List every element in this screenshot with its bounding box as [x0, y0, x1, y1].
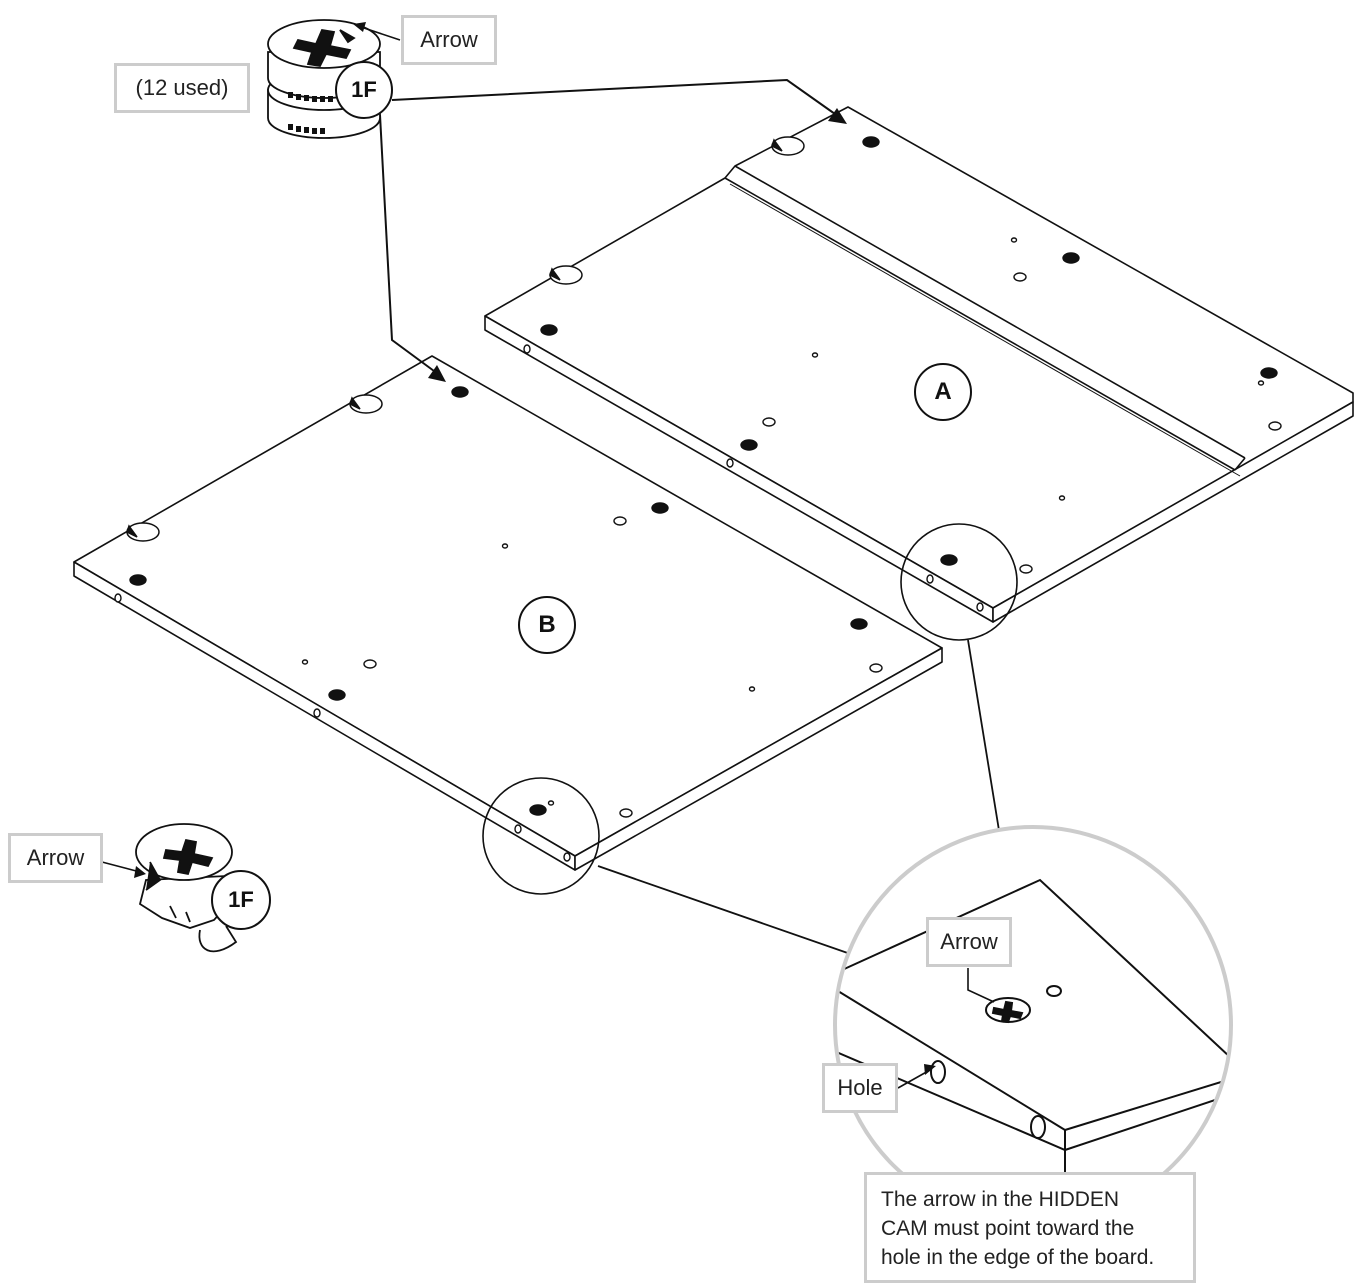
board-label-a: A [914, 363, 972, 421]
arrowhead-to-board-b [428, 365, 446, 382]
board-b [73, 355, 943, 871]
arrowhead-to-board-a [828, 108, 847, 124]
detail-circle-board-b [482, 777, 600, 895]
arrow-label-leader-head-top [353, 22, 366, 32]
board-a [484, 106, 1354, 623]
hole-label-leader [897, 1069, 931, 1089]
arrow-label-leader-top [357, 25, 401, 41]
instruction-line-1: The arrow in the HIDDEN [881, 1188, 1120, 1211]
board-a-holes [523, 136, 1282, 612]
board-label-b: B [518, 596, 576, 654]
leader-line-a [967, 639, 1004, 856]
detail-circle-board-a [900, 523, 1018, 641]
instruction-line-2: CAM must point toward the [881, 1217, 1135, 1240]
leader-line-b [597, 865, 863, 959]
pointer-arrows [379, 78, 836, 372]
part-badge-top: 1F [335, 61, 393, 119]
board-b-cams [126, 394, 383, 542]
arrow-label-top: Arrow [401, 15, 497, 65]
arrow-label-leader-detail [967, 968, 995, 1003]
instruction-line-3: hole in the edge of the board. [881, 1246, 1155, 1269]
instruction-note: The arrow in the HIDDEN CAM must point t… [864, 1172, 1196, 1283]
hidden-cam-part-left [135, 823, 238, 953]
hole-label-leader-head [924, 1064, 936, 1075]
arrow-label-leader-left [101, 861, 141, 873]
arrow-label-detail: Arrow [926, 917, 1012, 967]
arrow-label-left: Arrow [8, 833, 103, 883]
board-a-cams [549, 136, 805, 285]
quantity-note: (12 used) [114, 63, 250, 113]
board-b-holes [114, 386, 883, 862]
arrow-label-leader-head-left [134, 866, 146, 878]
hole-label: Hole [822, 1063, 898, 1113]
part-badge-left: 1F [211, 870, 271, 930]
